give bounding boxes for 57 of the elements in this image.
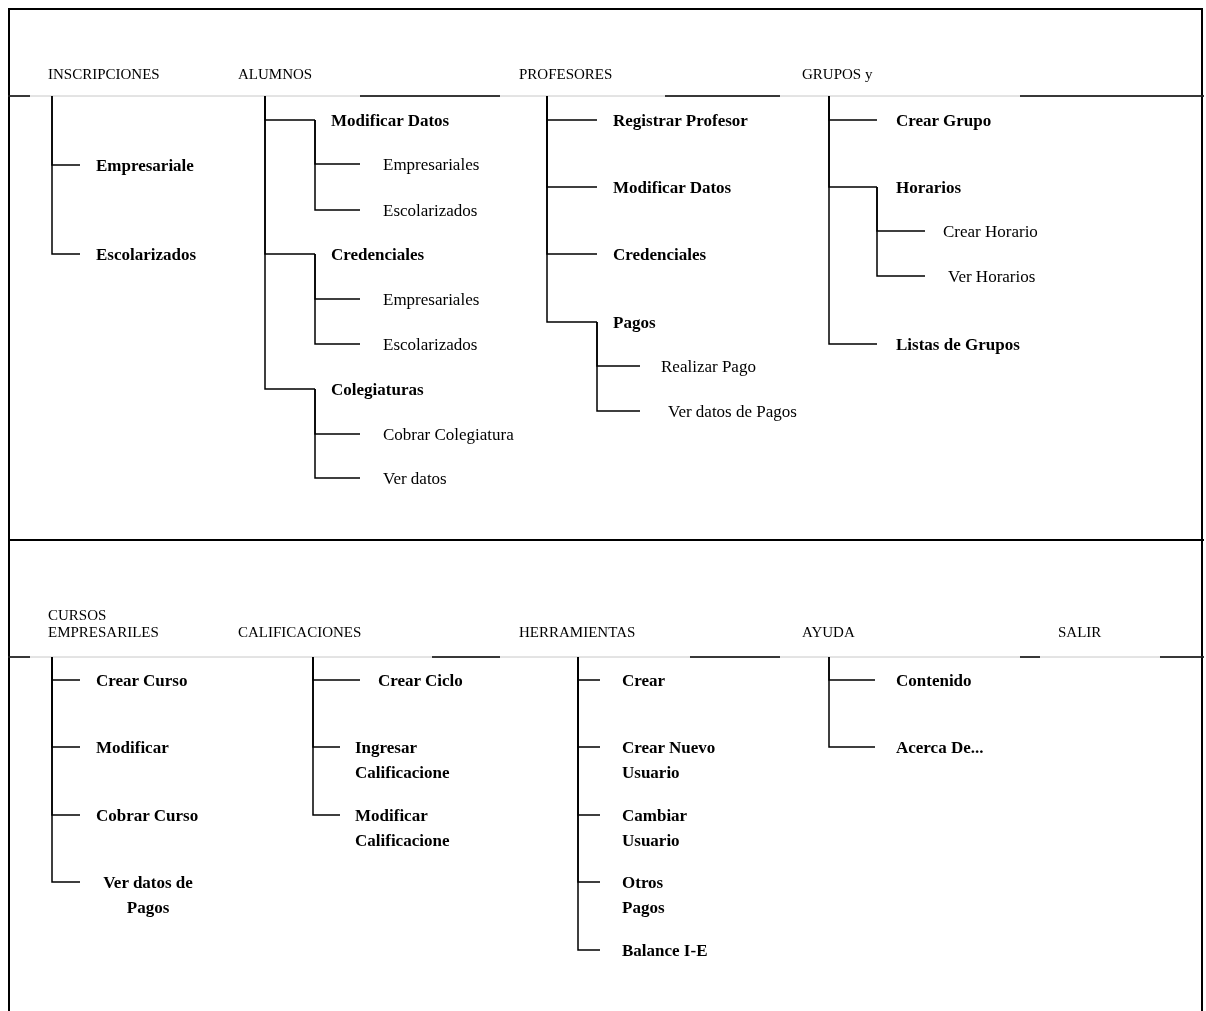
submenu-item: Escolarizados bbox=[360, 197, 478, 223]
tree-connector bbox=[577, 656, 601, 951]
menu-item: Ver datos de Pagos bbox=[80, 869, 196, 920]
menu-title: GRUPOS y bbox=[802, 56, 922, 96]
menu-title: AYUDA bbox=[802, 617, 922, 657]
submenu-item: Empresariales bbox=[360, 151, 480, 177]
menu-item: Modificar Datos bbox=[315, 107, 450, 133]
submenu-item: Realizar Pago bbox=[640, 353, 756, 379]
submenu-item: Empresariales bbox=[360, 286, 480, 312]
tree-connector bbox=[546, 95, 598, 323]
menu-title: ALUMNOS bbox=[238, 56, 358, 96]
tree-connector bbox=[876, 186, 926, 277]
submenu-item: Escolarizados bbox=[360, 331, 478, 357]
menu-item: Modificar Datos bbox=[597, 174, 732, 200]
menu-item: Contenido bbox=[875, 667, 972, 693]
menu-item: Colegiaturas bbox=[315, 376, 424, 402]
menu-title: PROFESORES bbox=[519, 56, 639, 96]
menu-item: Ingresar Calificacione bbox=[340, 734, 485, 785]
submenu-item: Ver Horarios bbox=[925, 263, 1036, 289]
tree-connector bbox=[828, 656, 876, 748]
tree-connector bbox=[596, 321, 641, 412]
menu-item: Escolarizados bbox=[80, 241, 197, 267]
menu-item: Horarios bbox=[877, 174, 962, 200]
menu-title: INSCRIPCIONES bbox=[48, 56, 168, 96]
menu-item: Crear Nuevo Usuario bbox=[600, 734, 742, 785]
menu-item: Modificar Calificacione bbox=[340, 802, 485, 853]
menu-item: Otros Pagos bbox=[600, 869, 692, 920]
menu-item: Pagos bbox=[597, 309, 656, 335]
menu-item: Cambiar Usuario bbox=[600, 802, 712, 853]
submenu-item: Ver datos bbox=[360, 465, 447, 491]
tree-connector bbox=[51, 656, 81, 883]
menu-item: Listas de Grupos bbox=[877, 331, 1020, 357]
tree-connector bbox=[314, 119, 361, 211]
menu-item: Crear Ciclo bbox=[360, 667, 463, 693]
tree-connector bbox=[828, 95, 878, 345]
menu-title: SALIR bbox=[1058, 617, 1102, 657]
menu-item: Empresariale bbox=[80, 152, 194, 178]
menu-item: Registrar Profesor bbox=[597, 107, 748, 133]
menu-item: Acerca De... bbox=[875, 734, 984, 760]
menu-item: Credenciales bbox=[597, 241, 707, 267]
submenu-item: Ver datos de Pagos bbox=[640, 398, 797, 424]
menu-item: Balance I-E bbox=[600, 937, 708, 963]
tree-connector bbox=[51, 95, 81, 255]
tree-connector bbox=[264, 95, 316, 390]
menu-item: Cobrar Curso bbox=[80, 802, 199, 828]
tree-connector bbox=[314, 388, 361, 479]
menu-item: Crear Grupo bbox=[877, 107, 992, 133]
menu-item: Crear bbox=[600, 667, 666, 693]
menu-item: Modificar bbox=[80, 734, 169, 760]
menu-item: Credenciales bbox=[315, 241, 425, 267]
tree-connector bbox=[314, 253, 361, 345]
submenu-item: Cobrar Colegiatura bbox=[360, 421, 514, 447]
menu-item: Crear Curso bbox=[80, 667, 188, 693]
menu-title: CURSOS EMPRESARILES bbox=[48, 601, 198, 657]
tree-connector bbox=[312, 656, 341, 816]
submenu-item: Crear Horario bbox=[925, 218, 1038, 244]
menu-title: HERRAMIENTAS bbox=[519, 617, 639, 657]
